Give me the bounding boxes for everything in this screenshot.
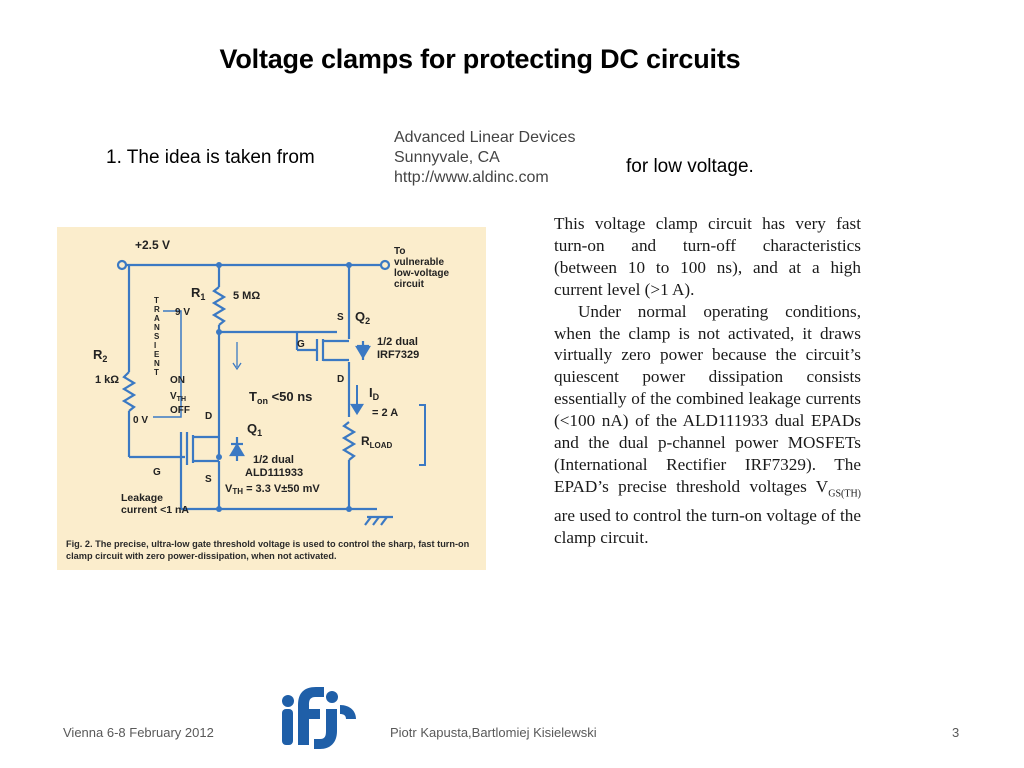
label-vth-spec: VTH = 3.3 V±50 mV [225, 483, 320, 496]
label-circuit: circuit [394, 279, 425, 290]
label-to: To [394, 246, 405, 257]
label-q2-desc2: IRF7329 [377, 349, 419, 361]
footer-event: Vienna 6-8 February 2012 [63, 725, 214, 740]
label-0v: 0 V [133, 415, 148, 426]
ifj-logo-icon [282, 687, 356, 749]
circuit-figure: +2.5 V To vulnerable low-voltage circuit… [57, 227, 486, 570]
label-leakage: Leakage [121, 492, 163, 504]
source-location: Sunnyvale, CA [394, 149, 500, 166]
page-number: 3 [952, 725, 960, 740]
slide-title: Voltage clamps for protecting DC circuit… [219, 44, 741, 74]
article-text: This voltage clamp circuit has very fast… [554, 213, 861, 549]
lead-text: 1. The idea is taken from [106, 147, 315, 168]
label-id-value: = 2 A [372, 407, 398, 419]
label-s-bottom: S [205, 474, 212, 485]
label-q1-desc2: ALD111933 [245, 467, 303, 479]
label-low-voltage: low-voltage [394, 268, 449, 279]
label-id: ID [369, 385, 380, 402]
article-paragraph-1: This voltage clamp circuit has very fast… [554, 214, 861, 299]
label-9v: 9 V [175, 307, 190, 318]
label-r1-value: 5 MΩ [233, 290, 260, 302]
label-q2: Q2 [355, 309, 370, 326]
label-s-top: S [337, 312, 344, 323]
source-logo-text: Advanced Linear Devices Sunnyvale, CA ht… [394, 128, 575, 188]
label-supply: +2.5 V [135, 238, 170, 252]
label-r2-value: 1 kΩ [95, 374, 119, 386]
lead-tail: for low voltage. [626, 156, 754, 177]
label-q1-desc1: 1/2 dual [253, 454, 294, 466]
footer-authors: Piotr Kapusta,Bartlomiej Kisielewski [390, 725, 597, 740]
label-ton: Ton <50 ns [249, 389, 312, 406]
circuit-diagram: +2.5 V To vulnerable low-voltage circuit… [93, 238, 449, 526]
label-vulnerable: vulnerable [394, 257, 444, 268]
junction-dots [216, 262, 352, 512]
article-paragraph-2: Under normal operating conditions, when … [554, 301, 861, 548]
label-on: ON [170, 375, 185, 386]
label-rload: RLOAD [361, 434, 393, 450]
label-q1: Q1 [247, 421, 262, 438]
label-g-top: G [297, 339, 305, 350]
label-leakage-current: current <1 nA [121, 504, 189, 516]
label-q2-desc1: 1/2 dual [377, 336, 418, 348]
label-d-top: D [337, 374, 344, 385]
label-r2: R2 [93, 347, 107, 364]
label-d-bottom: D [205, 411, 212, 422]
source-url: http://www.aldinc.com [394, 169, 549, 186]
source-company: Advanced Linear Devices [394, 129, 576, 146]
label-vth: VTH [170, 391, 186, 403]
label-r1: R1 [191, 285, 205, 302]
label-off: OFF [170, 405, 190, 416]
wires [116, 259, 426, 526]
label-g-bottom: G [153, 467, 161, 478]
figure-caption: Fig. 2. The precise, ultra-low gate thre… [66, 539, 470, 561]
